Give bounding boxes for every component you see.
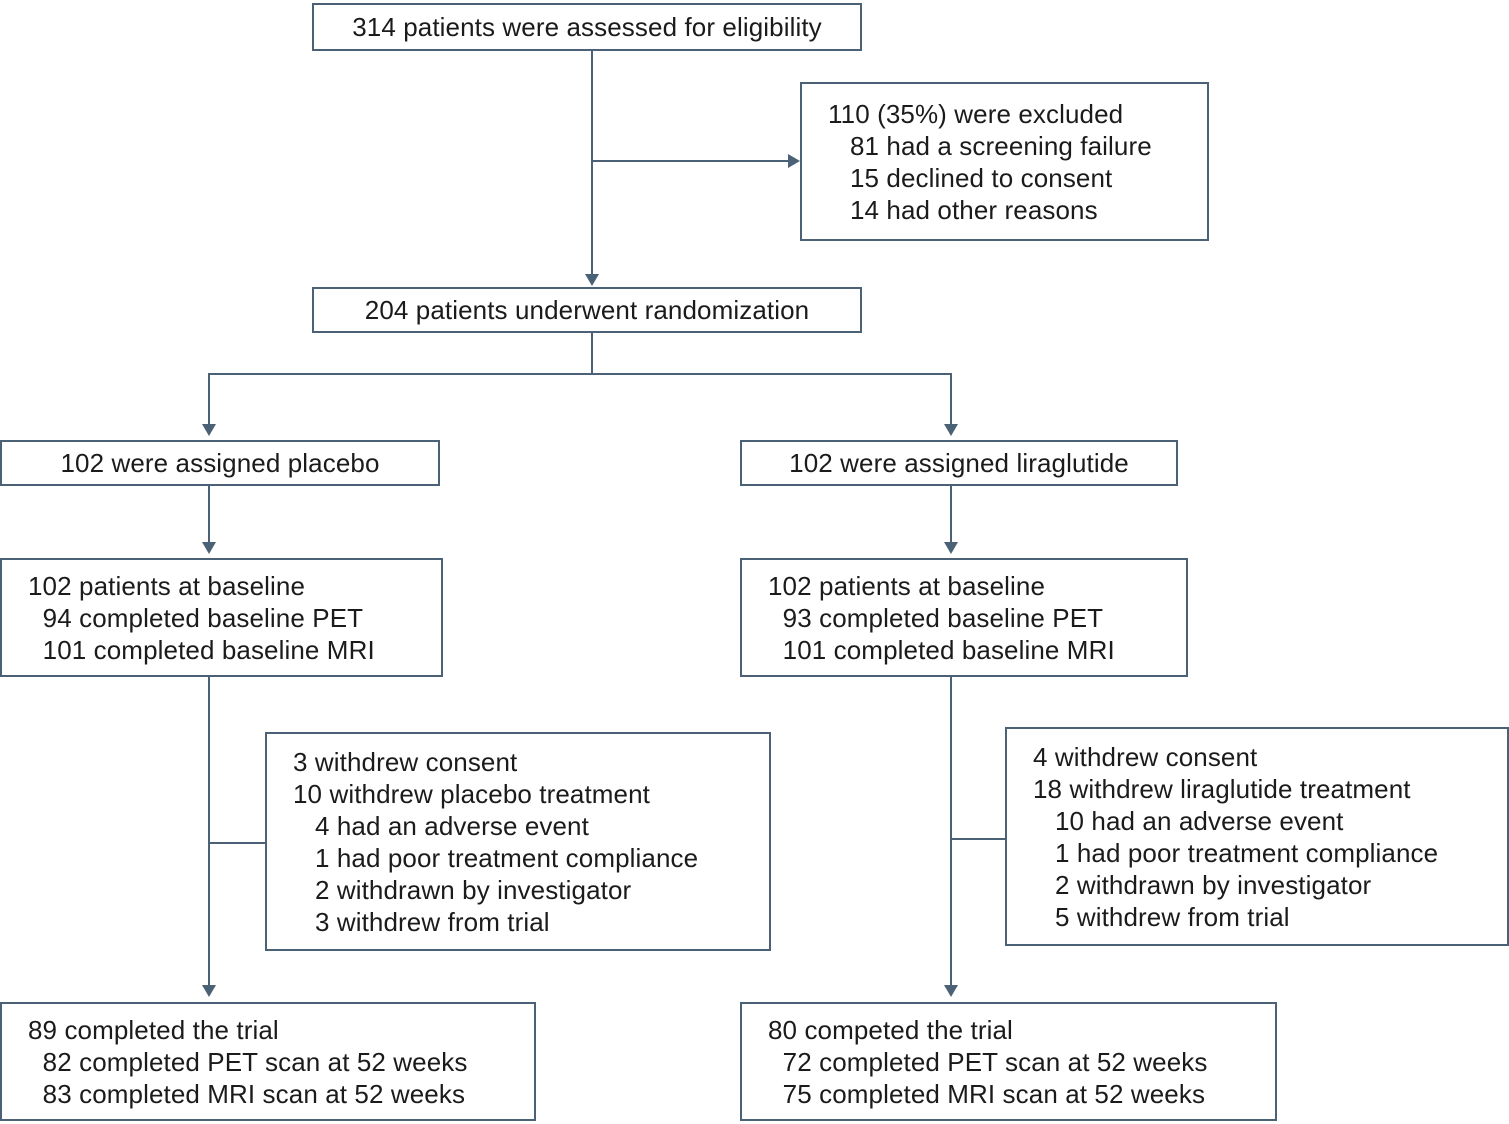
node-line: 101 completed baseline MRI — [28, 634, 375, 665]
arrowhead-to-completed-liraglutide — [944, 985, 958, 997]
arrowhead-to-assigned-liraglutide — [944, 424, 958, 436]
connector-baseline-to-completed-liraglutide — [950, 676, 952, 986]
connector-randomization-stem — [591, 332, 593, 374]
connector-stub-withdrawals-liraglutide — [950, 838, 1007, 840]
connector-fork-left-drop — [208, 373, 210, 425]
node-line: 101 completed baseline MRI — [768, 634, 1115, 665]
node-line: 5 withdrew from trial — [1033, 901, 1290, 932]
node-line: 72 completed PET scan at 52 weeks — [768, 1046, 1208, 1077]
node-baseline-liraglutide: 102 patients at baseline 93 completed ba… — [740, 558, 1188, 677]
node-underwent-randomization: 204 patients underwent randomization — [312, 287, 862, 333]
node-withdrawals-placebo: 3 withdrew consent 10 withdrew placebo t… — [265, 732, 771, 951]
connector-baseline-to-completed-placebo — [208, 676, 210, 986]
node-line: 10 had an adverse event — [1033, 805, 1344, 836]
node-line: 10 withdrew placebo treatment — [293, 778, 650, 809]
node-line: 4 had an adverse event — [293, 810, 589, 841]
node-line: 14 had other reasons — [828, 194, 1098, 225]
node-line: 82 completed PET scan at 52 weeks — [28, 1046, 468, 1077]
node-line: 89 completed the trial — [28, 1014, 279, 1045]
node-baseline-placebo: 102 patients at baseline 94 completed ba… — [0, 558, 443, 677]
node-assigned-liraglutide: 102 were assigned liraglutide — [740, 440, 1178, 486]
connector-assigned-to-baseline-liraglutide — [950, 485, 952, 543]
connector-assessed-to-randomization — [591, 50, 593, 275]
arrowhead-to-assigned-placebo — [202, 424, 216, 436]
node-line: 1 had poor treatment compliance — [1033, 837, 1439, 868]
node-line: 18 withdrew liraglutide treatment — [1033, 773, 1411, 804]
node-line: 314 patients were assessed for eligibili… — [352, 12, 822, 42]
node-completed-placebo: 89 completed the trial 82 completed PET … — [0, 1002, 536, 1121]
connector-assigned-to-baseline-placebo — [208, 485, 210, 543]
connector-randomization-fork — [208, 373, 952, 375]
node-line: 3 withdrew consent — [293, 746, 518, 777]
node-line: 102 were assigned placebo — [60, 448, 380, 478]
connector-stub-withdrawals-placebo — [208, 842, 266, 844]
node-line: 1 had poor treatment compliance — [293, 842, 699, 873]
node-line: 102 were assigned liraglutide — [789, 448, 1129, 478]
node-line: 83 completed MRI scan at 52 weeks — [28, 1078, 466, 1109]
arrowhead-to-baseline-liraglutide — [944, 542, 958, 554]
node-line: 102 patients at baseline — [768, 570, 1046, 601]
node-excluded: 110 (35%) were excluded 81 had a screeni… — [800, 82, 1209, 241]
node-assigned-placebo: 102 were assigned placebo — [0, 440, 440, 486]
node-assessed-for-eligibility: 314 patients were assessed for eligibili… — [312, 3, 862, 51]
node-completed-liraglutide: 80 competed the trial 72 completed PET s… — [740, 1002, 1277, 1121]
arrowhead-to-baseline-placebo — [202, 542, 216, 554]
node-line: 3 withdrew from trial — [293, 906, 550, 937]
node-line: 94 completed baseline PET — [28, 602, 364, 633]
node-line: 2 withdrawn by investigator — [1033, 869, 1372, 900]
node-line: 93 completed baseline PET — [768, 602, 1104, 633]
connector-to-excluded — [591, 160, 789, 162]
node-line: 15 declined to consent — [828, 162, 1113, 193]
connector-fork-right-drop — [950, 373, 952, 425]
arrowhead-to-excluded — [788, 154, 800, 168]
arrowhead-to-randomization — [585, 274, 599, 286]
node-line: 110 (35%) were excluded — [828, 98, 1124, 129]
node-withdrawals-liraglutide: 4 withdrew consent 18 withdrew liragluti… — [1005, 727, 1509, 946]
node-line: 2 withdrawn by investigator — [293, 874, 632, 905]
node-line: 102 patients at baseline — [28, 570, 306, 601]
node-line: 4 withdrew consent — [1033, 741, 1258, 772]
node-line: 81 had a screening failure — [828, 130, 1152, 161]
arrowhead-to-completed-placebo — [202, 985, 216, 997]
node-line: 204 patients underwent randomization — [364, 295, 810, 325]
node-line: 75 completed MRI scan at 52 weeks — [768, 1078, 1206, 1109]
node-line: 80 competed the trial — [768, 1014, 1013, 1045]
